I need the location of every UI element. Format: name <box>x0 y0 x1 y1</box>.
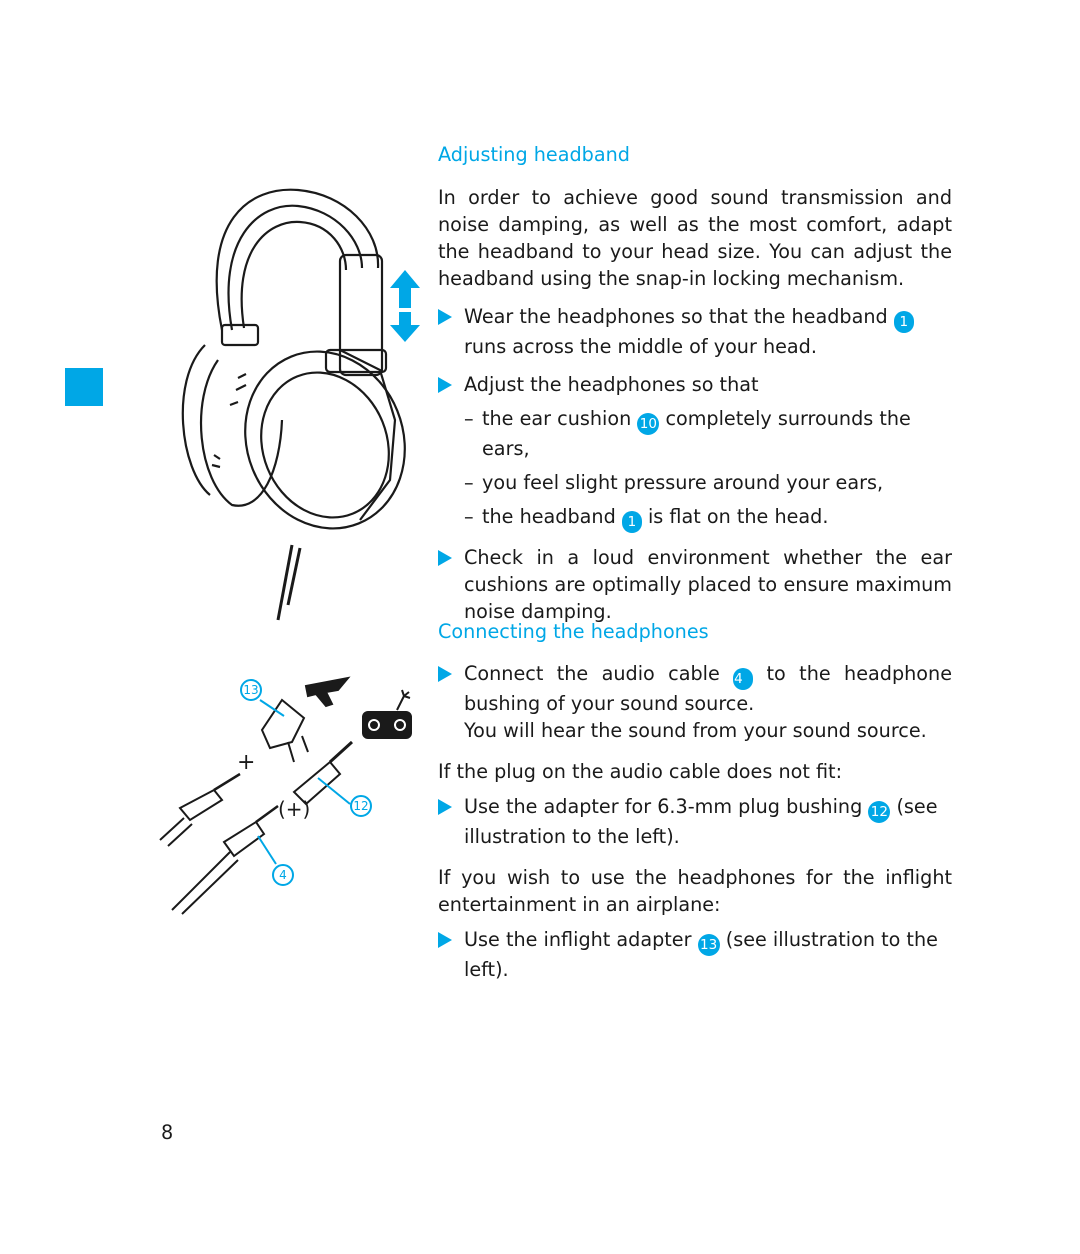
instruction-step: Connect the audio cable 4 to the headpho… <box>438 660 952 744</box>
step-arrow-icon <box>438 550 452 566</box>
inflight-intro: If you wish to use the headphones for th… <box>438 866 952 916</box>
plus-label: + <box>237 750 256 775</box>
section-tab-marker <box>65 368 103 406</box>
step-arrow-icon <box>438 932 452 948</box>
sub-item: –the headband 1 is flat on the head. <box>438 503 952 533</box>
sub-item: –you feel slight pressure around your ea… <box>464 471 884 494</box>
page-number: 8 <box>161 1121 174 1144</box>
intro-paragraph: In order to achieve good sound transmiss… <box>438 186 952 290</box>
step-arrow-icon <box>438 666 452 682</box>
step-arrow-icon <box>438 309 452 325</box>
callout-badge: 1 <box>893 311 914 333</box>
adapter-illustration <box>159 676 412 915</box>
section-adjusting-body: In order to achieve good sound transmiss… <box>438 184 952 625</box>
section-heading-connecting: Connecting the headphones <box>438 620 709 643</box>
instruction-step: Adjust the headphones so that <box>438 371 952 398</box>
step-result: You will hear the sound from your sound … <box>464 719 927 742</box>
sub-item: –the ear cushion 10 completely surrounds… <box>464 407 911 460</box>
callout-13: 13 <box>240 679 262 701</box>
callout-12: 12 <box>350 795 372 817</box>
callout-badge: 12 <box>868 801 891 823</box>
instruction-step: Use the adapter for 6.3-mm plug bushing … <box>438 793 952 850</box>
section-heading-adjusting: Adjusting headband <box>438 143 630 166</box>
callout-badge: 13 <box>697 934 720 956</box>
instruction-step: Check in a loud environment whether the … <box>438 544 952 625</box>
callout-badge: 4 <box>733 668 754 690</box>
condition-text: If the plug on the audio cable does not … <box>438 760 843 783</box>
callout-badge: 10 <box>637 413 660 435</box>
step-arrow-icon <box>438 377 452 393</box>
callout-badge: 1 <box>621 511 642 533</box>
step-arrow-icon <box>438 799 452 815</box>
section-connecting-body: Connect the audio cable 4 to the headpho… <box>438 660 952 983</box>
instruction-step: Use the inflight adapter 13 (see illustr… <box>438 926 952 983</box>
instruction-step: Wear the headphones so that the headband… <box>438 303 952 360</box>
plus-paren-label: (+) <box>278 797 311 821</box>
callout-4: 4 <box>272 864 294 886</box>
